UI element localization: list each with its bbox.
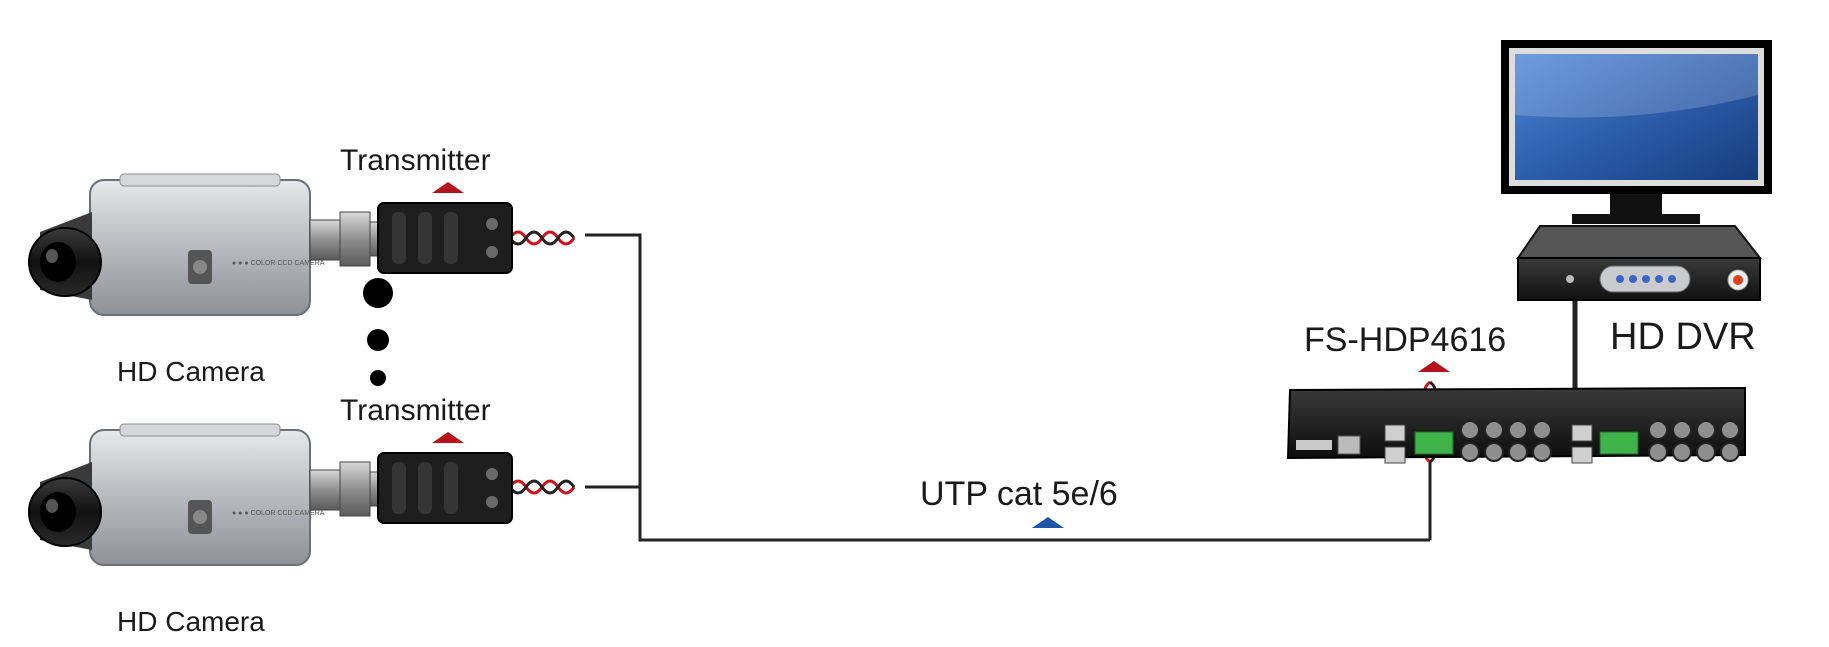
utp-cable-main <box>585 233 1430 542</box>
svg-text:● ● ● COLOR CCD CAMERA: ● ● ● COLOR CCD CAMERA <box>232 510 325 517</box>
triangle-marker-icon <box>432 182 464 193</box>
monitor-icon <box>1501 40 1772 224</box>
more-cameras-indicator <box>363 278 393 386</box>
hub-icon <box>1286 386 1746 464</box>
camera-bottom-label: HD Camera <box>117 606 265 637</box>
camera-icon: ● ● ● COLOR CCD CAMERA <box>28 423 381 566</box>
dvr-icon <box>1516 225 1763 301</box>
dvr-label: HD DVR <box>1610 316 1756 358</box>
transmitter-icon <box>377 452 513 524</box>
transmitter-icon <box>377 202 513 274</box>
transmitter-top-label: Transmitter <box>340 144 491 177</box>
camera-top-label: HD Camera <box>117 356 265 387</box>
twisted-pair-top <box>508 230 576 246</box>
camera-icon: ● ● ● COLOR CCD CAMERA <box>28 173 381 316</box>
hub-model-label: FS-HDP4616 <box>1304 321 1507 359</box>
utp-wiring <box>585 233 1578 542</box>
triangle-marker-icon <box>1032 517 1064 528</box>
cable-label: UTP cat 5e/6 <box>920 475 1118 513</box>
svg-text:● ● ● COLOR CCD CAMERA: ● ● ● COLOR CCD CAMERA <box>232 260 325 267</box>
twisted-pair-bottom <box>508 479 576 495</box>
triangle-marker-icon <box>1418 361 1450 372</box>
triangle-marker-icon <box>432 432 464 443</box>
transmitter-bottom-label: Transmitter <box>340 394 491 427</box>
